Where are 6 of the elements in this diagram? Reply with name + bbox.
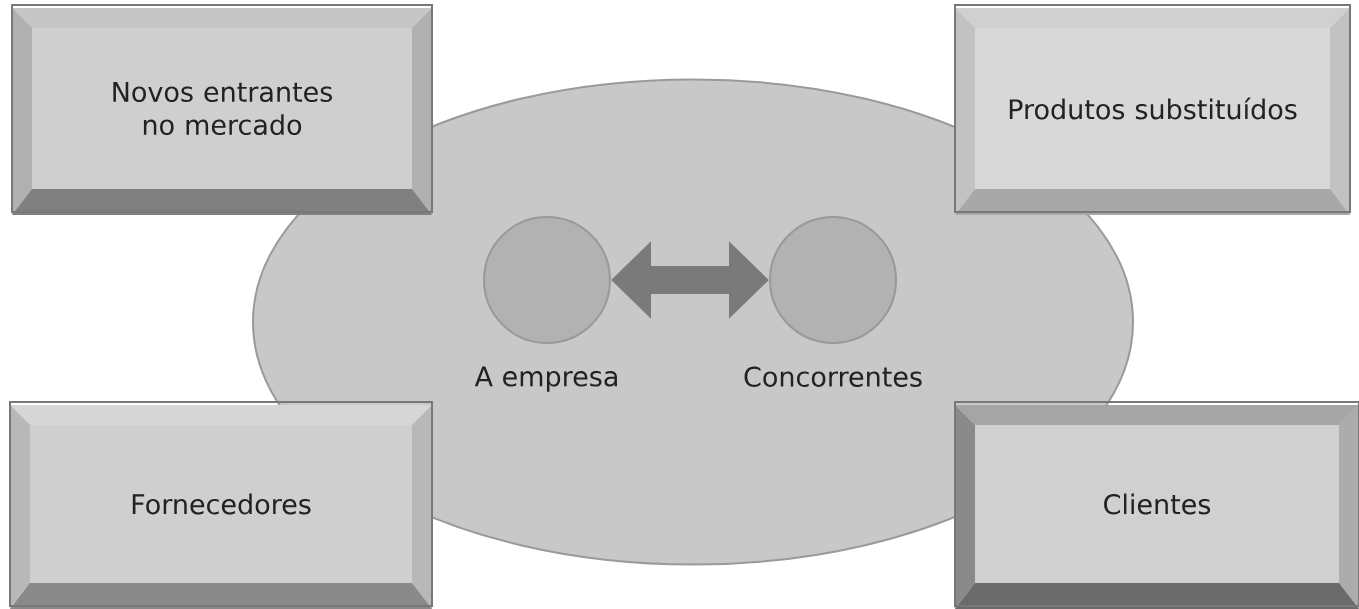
bevel-box: Clientes bbox=[954, 401, 1359, 609]
circle-label: A empresa bbox=[474, 366, 617, 392]
bevel-box: Novos entrantes no mercado bbox=[11, 4, 433, 215]
bevel-box: Produtos substituídos bbox=[954, 4, 1351, 215]
bevel-box: Fornecedores bbox=[9, 401, 433, 609]
circle-label: Concorrentes bbox=[744, 366, 922, 387]
